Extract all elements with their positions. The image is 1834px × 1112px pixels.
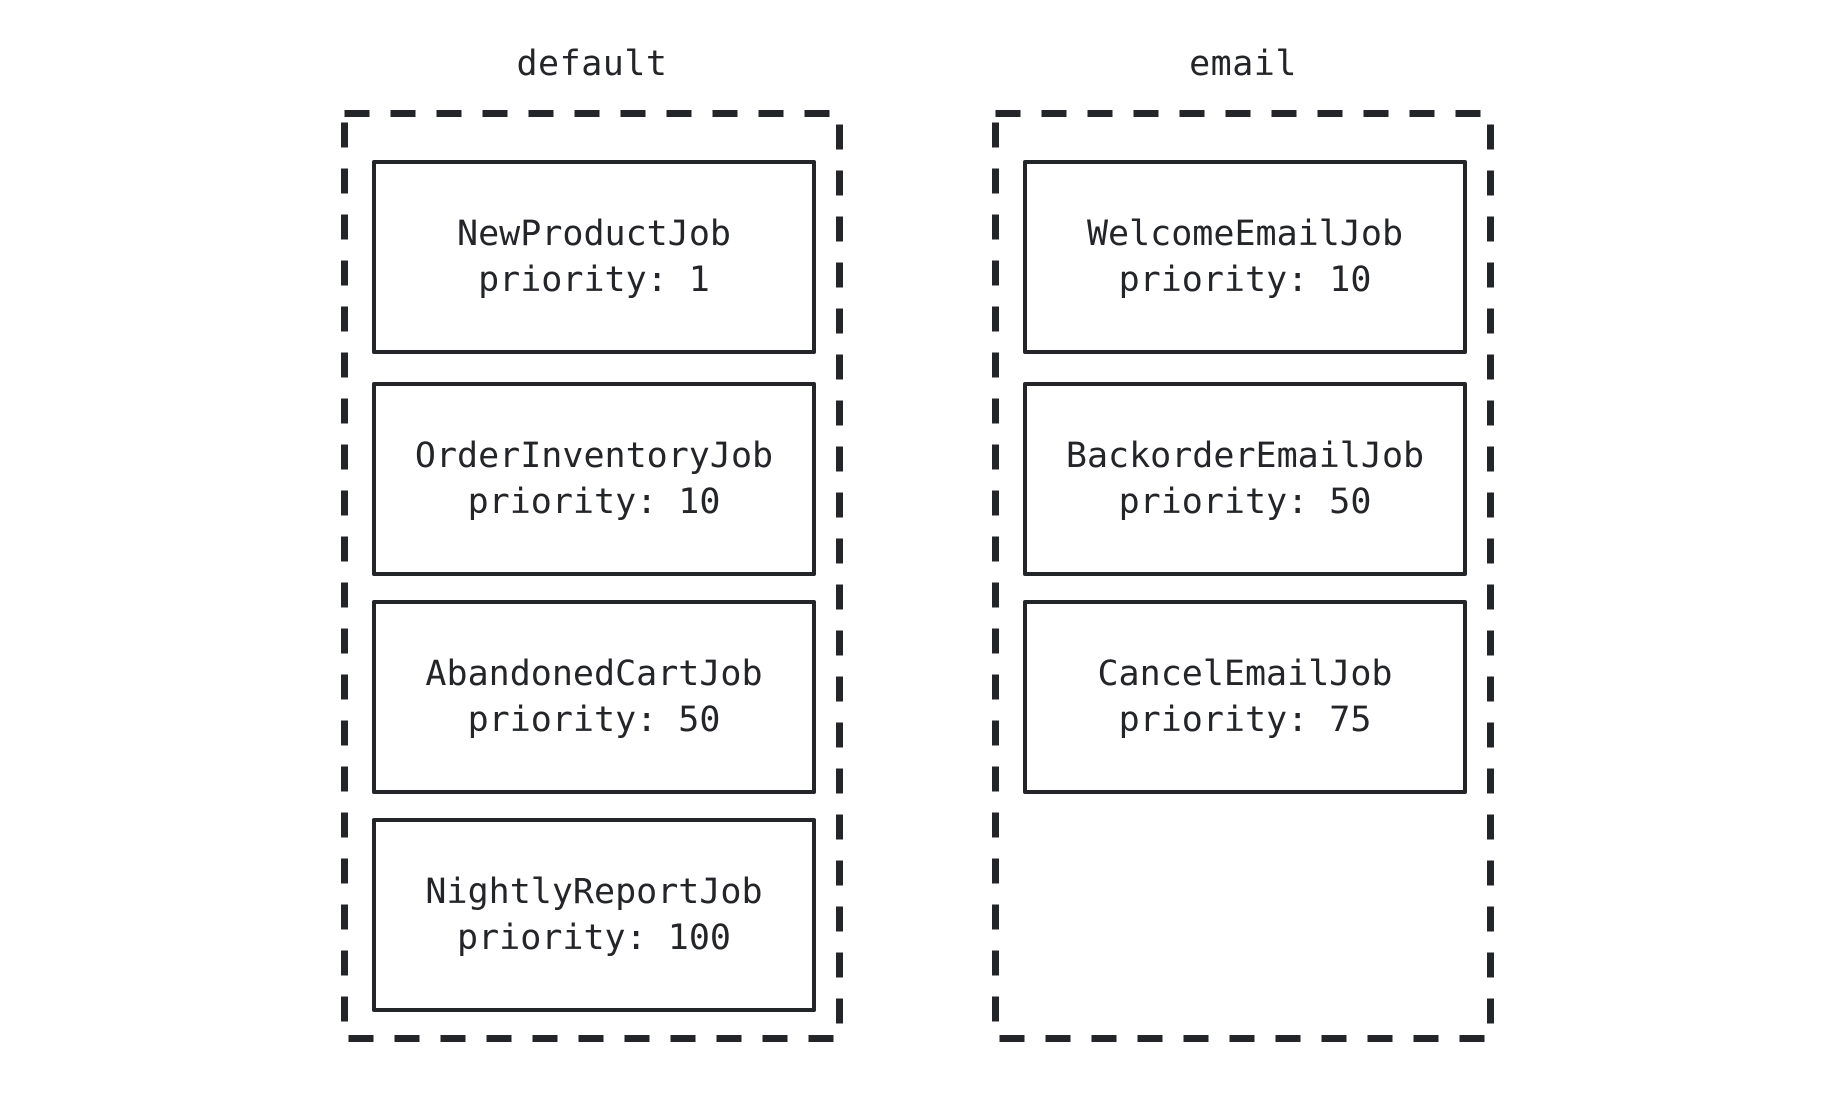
job-box: AbandonedCartJob priority: 50 — [372, 600, 816, 794]
dashed-border — [341, 110, 843, 1042]
queue-email-title: email — [1189, 44, 1297, 84]
job-priority-label: priority: 100 — [457, 918, 731, 958]
job-name: OrderInventoryJob — [414, 436, 774, 476]
job-box: NewProductJob priority: 1 — [372, 160, 816, 354]
dashed-border — [992, 110, 1494, 1042]
queue-default-title: default — [516, 44, 668, 84]
job-priority-label: priority: 50 — [1118, 482, 1372, 522]
job-name: NewProductJob — [457, 214, 731, 254]
job-name: AbandonedCartJob — [425, 654, 763, 694]
dashed-border-rect — [341, 110, 843, 1042]
job-name: BackorderEmailJob — [1065, 436, 1425, 476]
job-box: OrderInventoryJob priority: 10 — [372, 382, 816, 576]
job-name: CancelEmailJob — [1097, 654, 1393, 694]
queue-default: default NewProductJob priority: 1 OrderI… — [341, 36, 843, 1042]
job-box: WelcomeEmailJob priority: 10 — [1023, 160, 1467, 354]
job-box: BackorderEmailJob priority: 50 — [1023, 382, 1467, 576]
job-box: NightlyReportJob priority: 100 — [372, 818, 816, 1012]
queue-email-container: WelcomeEmailJob priority: 10 BackorderEm… — [992, 110, 1494, 1042]
job-box: CancelEmailJob priority: 75 — [1023, 600, 1467, 794]
job-priority-label: priority: 50 — [467, 700, 721, 740]
dashed-border-rect — [992, 110, 1494, 1042]
queue-default-container: NewProductJob priority: 1 OrderInventory… — [341, 110, 843, 1042]
job-priority-label: priority: 10 — [1118, 260, 1372, 300]
job-priority-label: priority: 75 — [1118, 700, 1372, 740]
job-priority-label: priority: 10 — [467, 482, 721, 522]
job-name: WelcomeEmailJob — [1086, 214, 1404, 254]
queue-email: email WelcomeEmailJob priority: 10 Backo… — [992, 36, 1494, 1042]
job-name: NightlyReportJob — [425, 872, 763, 912]
job-priority-label: priority: 1 — [478, 260, 710, 300]
